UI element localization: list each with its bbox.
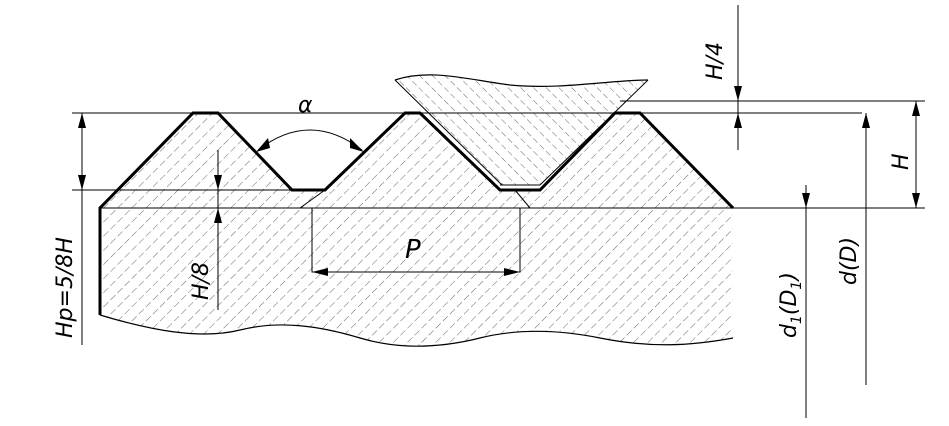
hp-arrow-top [78, 113, 86, 128]
d1-main: d [777, 323, 802, 338]
hp-label: Hp=5/8H [53, 237, 78, 338]
pitch-arrow-right [504, 268, 520, 276]
h-arrow-bottom [912, 193, 920, 208]
d1-open: (D [777, 290, 802, 316]
h8-arrow-bottom [214, 208, 222, 223]
bolt-break-line [99, 314, 734, 347]
h-arrow-top [912, 101, 920, 116]
bolt-body-hatch [100, 113, 733, 347]
groove-top-right [514, 189, 531, 209]
h-eighth-label: H/8 [189, 262, 214, 300]
h8-arrow-top [214, 175, 222, 190]
alpha-arc [257, 129, 363, 151]
h-label: H [889, 153, 914, 170]
h4-arrow-bottom [734, 113, 742, 128]
d1-close: ) [777, 272, 802, 283]
h-quarter-label: H/4 [703, 42, 728, 80]
d1-sub: 1 [789, 315, 805, 324]
d1-arrow [802, 193, 810, 208]
pitch-arrow-left [312, 268, 328, 276]
d1-label: d1(D1) [777, 272, 805, 338]
groove-top-left [299, 189, 326, 209]
d-arrow [862, 113, 870, 128]
alpha-arrow-right [350, 138, 364, 152]
nut-break-line [394, 74, 649, 87]
alpha-arrow-left [256, 138, 270, 152]
d1-paren-sub: 1 [789, 281, 805, 290]
hp-arrow-bottom [78, 175, 86, 190]
nut-body-hatch [395, 74, 648, 185]
d-label: d(D) [837, 237, 862, 285]
alpha-label: α [298, 93, 313, 118]
pitch-label: P [405, 235, 421, 265]
nut-left-flank [394, 79, 503, 186]
h4-arrow-top [734, 86, 742, 101]
